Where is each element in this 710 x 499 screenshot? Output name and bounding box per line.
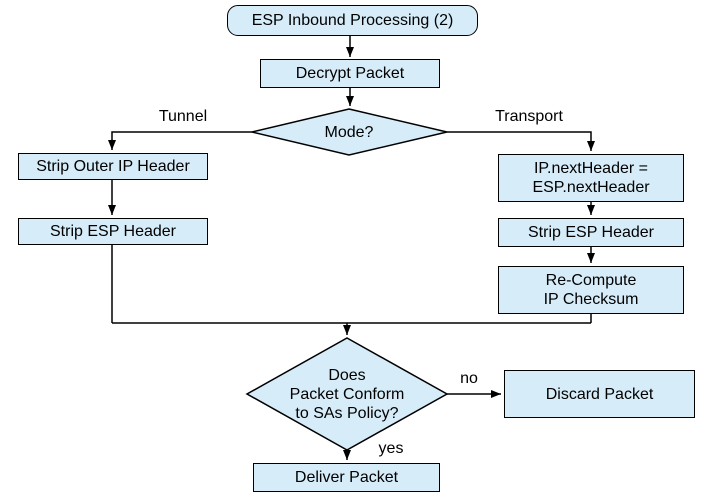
edge-mode-transport xyxy=(447,131,595,151)
node-strip-esp-header-transport-label: Strip ESP Header xyxy=(528,224,654,241)
node-ip-nextheader-assignment: IP.nextHeader = ESP.nextHeader xyxy=(498,154,684,202)
node-discard-packet-label: Discard Packet xyxy=(545,385,654,403)
edge-label-yes: yes xyxy=(378,440,404,457)
node-recompute-line2: IP Checksum xyxy=(543,291,639,308)
node-strip-esp-header-tunnel-label: Strip ESP Header xyxy=(50,223,176,240)
node-deliver-packet: Deliver Packet xyxy=(253,463,440,492)
edge-label-tunnel: Tunnel xyxy=(158,108,208,125)
node-decrypt-packet: Decrypt Packet xyxy=(260,59,440,88)
node-recompute-line1: Re-Compute xyxy=(545,272,637,289)
node-recompute-ip-checksum: Re-Compute IP Checksum xyxy=(498,266,684,314)
node-discard-packet: Discard Packet xyxy=(504,370,695,418)
node-strip-esp-header-tunnel: Strip ESP Header xyxy=(18,218,208,245)
edge-label-no: no xyxy=(460,370,478,387)
mode-decision-diamond xyxy=(251,108,448,156)
node-strip-outer-ip-header-label: Strip Outer IP Header xyxy=(36,158,190,175)
sa-policy-decision-diamond xyxy=(245,337,449,451)
node-decrypt-packet-label: Decrypt Packet xyxy=(295,65,405,82)
node-strip-esp-header-transport: Strip ESP Header xyxy=(498,218,684,247)
node-deliver-packet-label: Deliver Packet xyxy=(294,469,399,486)
edge-mode-tunnel xyxy=(108,131,252,150)
edge-label-transport: Transport xyxy=(495,108,563,125)
node-ip-nextheader-line2: ESP.nextHeader xyxy=(532,179,650,196)
node-esp-inbound-processing: ESP Inbound Processing (2) xyxy=(227,5,478,36)
node-ip-nextheader-line1: IP.nextHeader = xyxy=(533,160,648,177)
node-strip-outer-ip-header: Strip Outer IP Header xyxy=(18,153,208,180)
node-esp-inbound-processing-label: ESP Inbound Processing (2) xyxy=(251,12,454,29)
